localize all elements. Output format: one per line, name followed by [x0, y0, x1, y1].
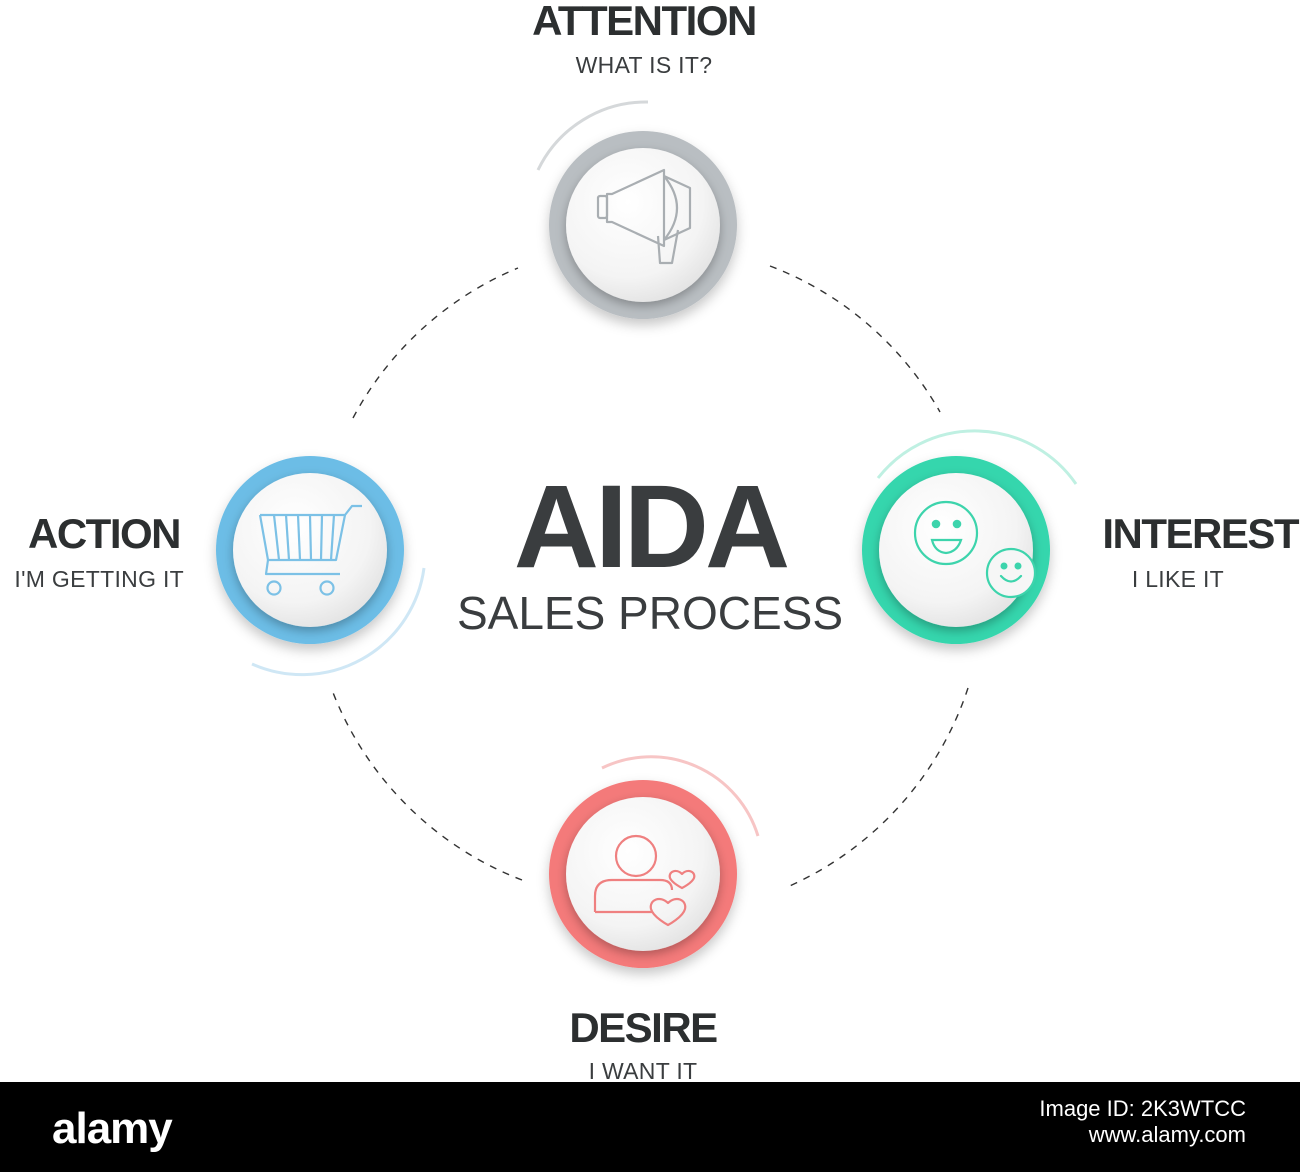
footer-url: www.alamy.com: [1088, 1122, 1246, 1147]
megaphone-icon: [596, 168, 692, 265]
face-attention: [566, 148, 720, 302]
node-action: [216, 456, 426, 677]
connector-interest-desire: [784, 687, 969, 889]
shopping-cart-icon: [258, 504, 362, 596]
attention-title: ATTENTION: [532, 0, 757, 44]
footer-bar: alamy Image ID: 2K3WTCC www.alamy.com: [0, 1082, 1300, 1172]
smiley-faces-icon: [913, 500, 1037, 599]
accent-arc-action: [251, 567, 426, 677]
node-attention: [536, 100, 737, 319]
connector-desire-action: [331, 689, 523, 881]
interest-subtitle: I LIKE IT: [1131, 566, 1224, 592]
node-desire: [549, 755, 760, 968]
node-interest: [862, 429, 1078, 644]
connector-attention-interest: [769, 265, 941, 413]
accent-arc-interest: [876, 429, 1078, 485]
interest-title: INTEREST: [1102, 510, 1299, 557]
desire-title: DESIRE: [569, 1004, 718, 1051]
center-title: AIDA: [513, 461, 790, 593]
action-subtitle: I'M GETTING IT: [14, 566, 184, 592]
aida-diagram: [216, 100, 1078, 968]
accent-arc-desire: [601, 755, 760, 837]
attention-subtitle: WHAT IS IT?: [575, 52, 713, 78]
center-subtitle: SALES PROCESS: [456, 587, 844, 639]
accent-arc-attention: [536, 100, 649, 171]
connector-arcs: [331, 265, 969, 889]
footer-image-id: Image ID: 2K3WTCC: [1039, 1096, 1246, 1121]
person-hearts-icon: [593, 834, 696, 927]
connector-action-attention: [352, 267, 519, 419]
action-title: ACTION: [28, 510, 182, 557]
footer-info: Image ID: 2K3WTCC www.alamy.com: [1039, 1096, 1246, 1148]
desire-subtitle: I WANT IT: [588, 1058, 698, 1084]
footer-brand-logo: alamy: [52, 1104, 173, 1153]
